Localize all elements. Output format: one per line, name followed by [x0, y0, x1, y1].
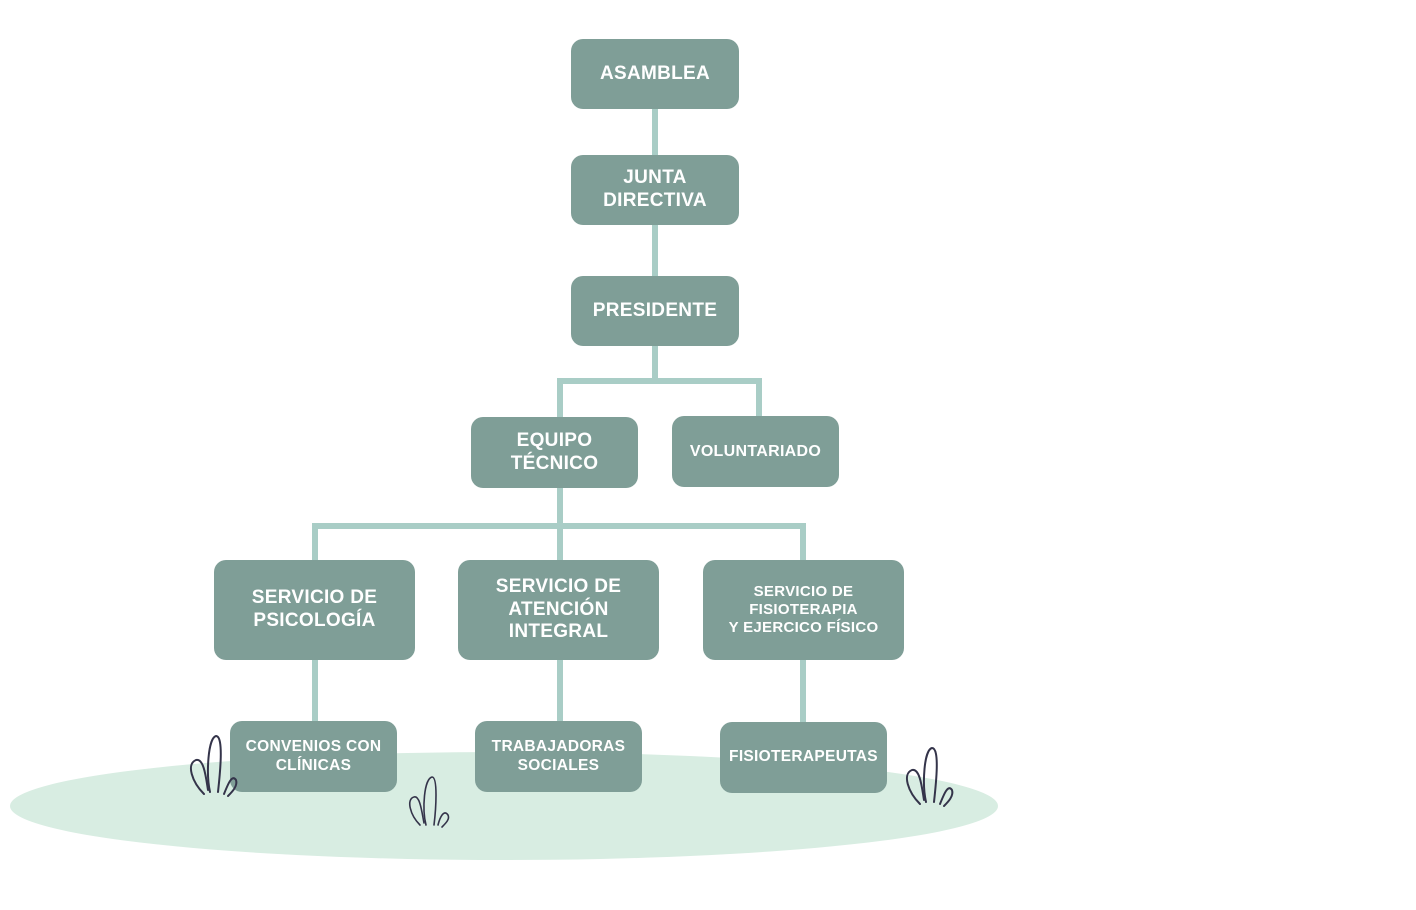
node-voluntariado: VOLUNTARIADO	[672, 416, 839, 487]
node-label: CONVENIOS CON CLÍNICAS	[245, 737, 382, 774]
node-junta-directiva: JUNTA DIRECTIVA	[571, 155, 739, 225]
node-presidente: PRESIDENTE	[571, 276, 739, 346]
connector-equipo-branch	[312, 523, 806, 562]
node-servicio-psicologia: SERVICIO DE PSICOLOGÍA	[214, 560, 415, 660]
node-trabajadoras-sociales: TRABAJADORAS SOCIALES	[475, 721, 642, 792]
node-label: VOLUNTARIADO	[689, 442, 822, 460]
node-servicio-atencion-integral: SERVICIO DE ATENCIÓN INTEGRAL	[458, 560, 659, 660]
node-label: EQUIPO TÉCNICO	[510, 429, 599, 474]
node-label: ASAMBLEA	[599, 62, 711, 84]
node-label: SERVICIO DE ATENCIÓN INTEGRAL	[495, 575, 622, 643]
connector-presidente-branch	[557, 378, 762, 418]
node-label: TRABAJADORAS SOCIALES	[491, 737, 626, 774]
connectors	[312, 108, 806, 722]
node-label: PRESIDENTE	[592, 299, 718, 321]
node-equipo-tecnico: EQUIPO TÉCNICO	[471, 417, 638, 488]
node-label: SERVICIO DE FISIOTERAPIA Y EJERCICO FÍSI…	[728, 583, 879, 636]
node-servicio-fisioterapia: SERVICIO DE FISIOTERAPIA Y EJERCICO FÍSI…	[703, 560, 904, 660]
node-convenios-clinicas: CONVENIOS CON CLÍNICAS	[230, 721, 397, 792]
node-label: FISIOTERAPEUTAS	[729, 748, 878, 766]
node-label: SERVICIO DE PSICOLOGÍA	[251, 587, 378, 631]
node-asamblea: ASAMBLEA	[571, 39, 739, 109]
node-label: JUNTA DIRECTIVA	[603, 167, 707, 211]
node-fisioterapeutas: FISIOTERAPEUTAS	[720, 722, 887, 793]
